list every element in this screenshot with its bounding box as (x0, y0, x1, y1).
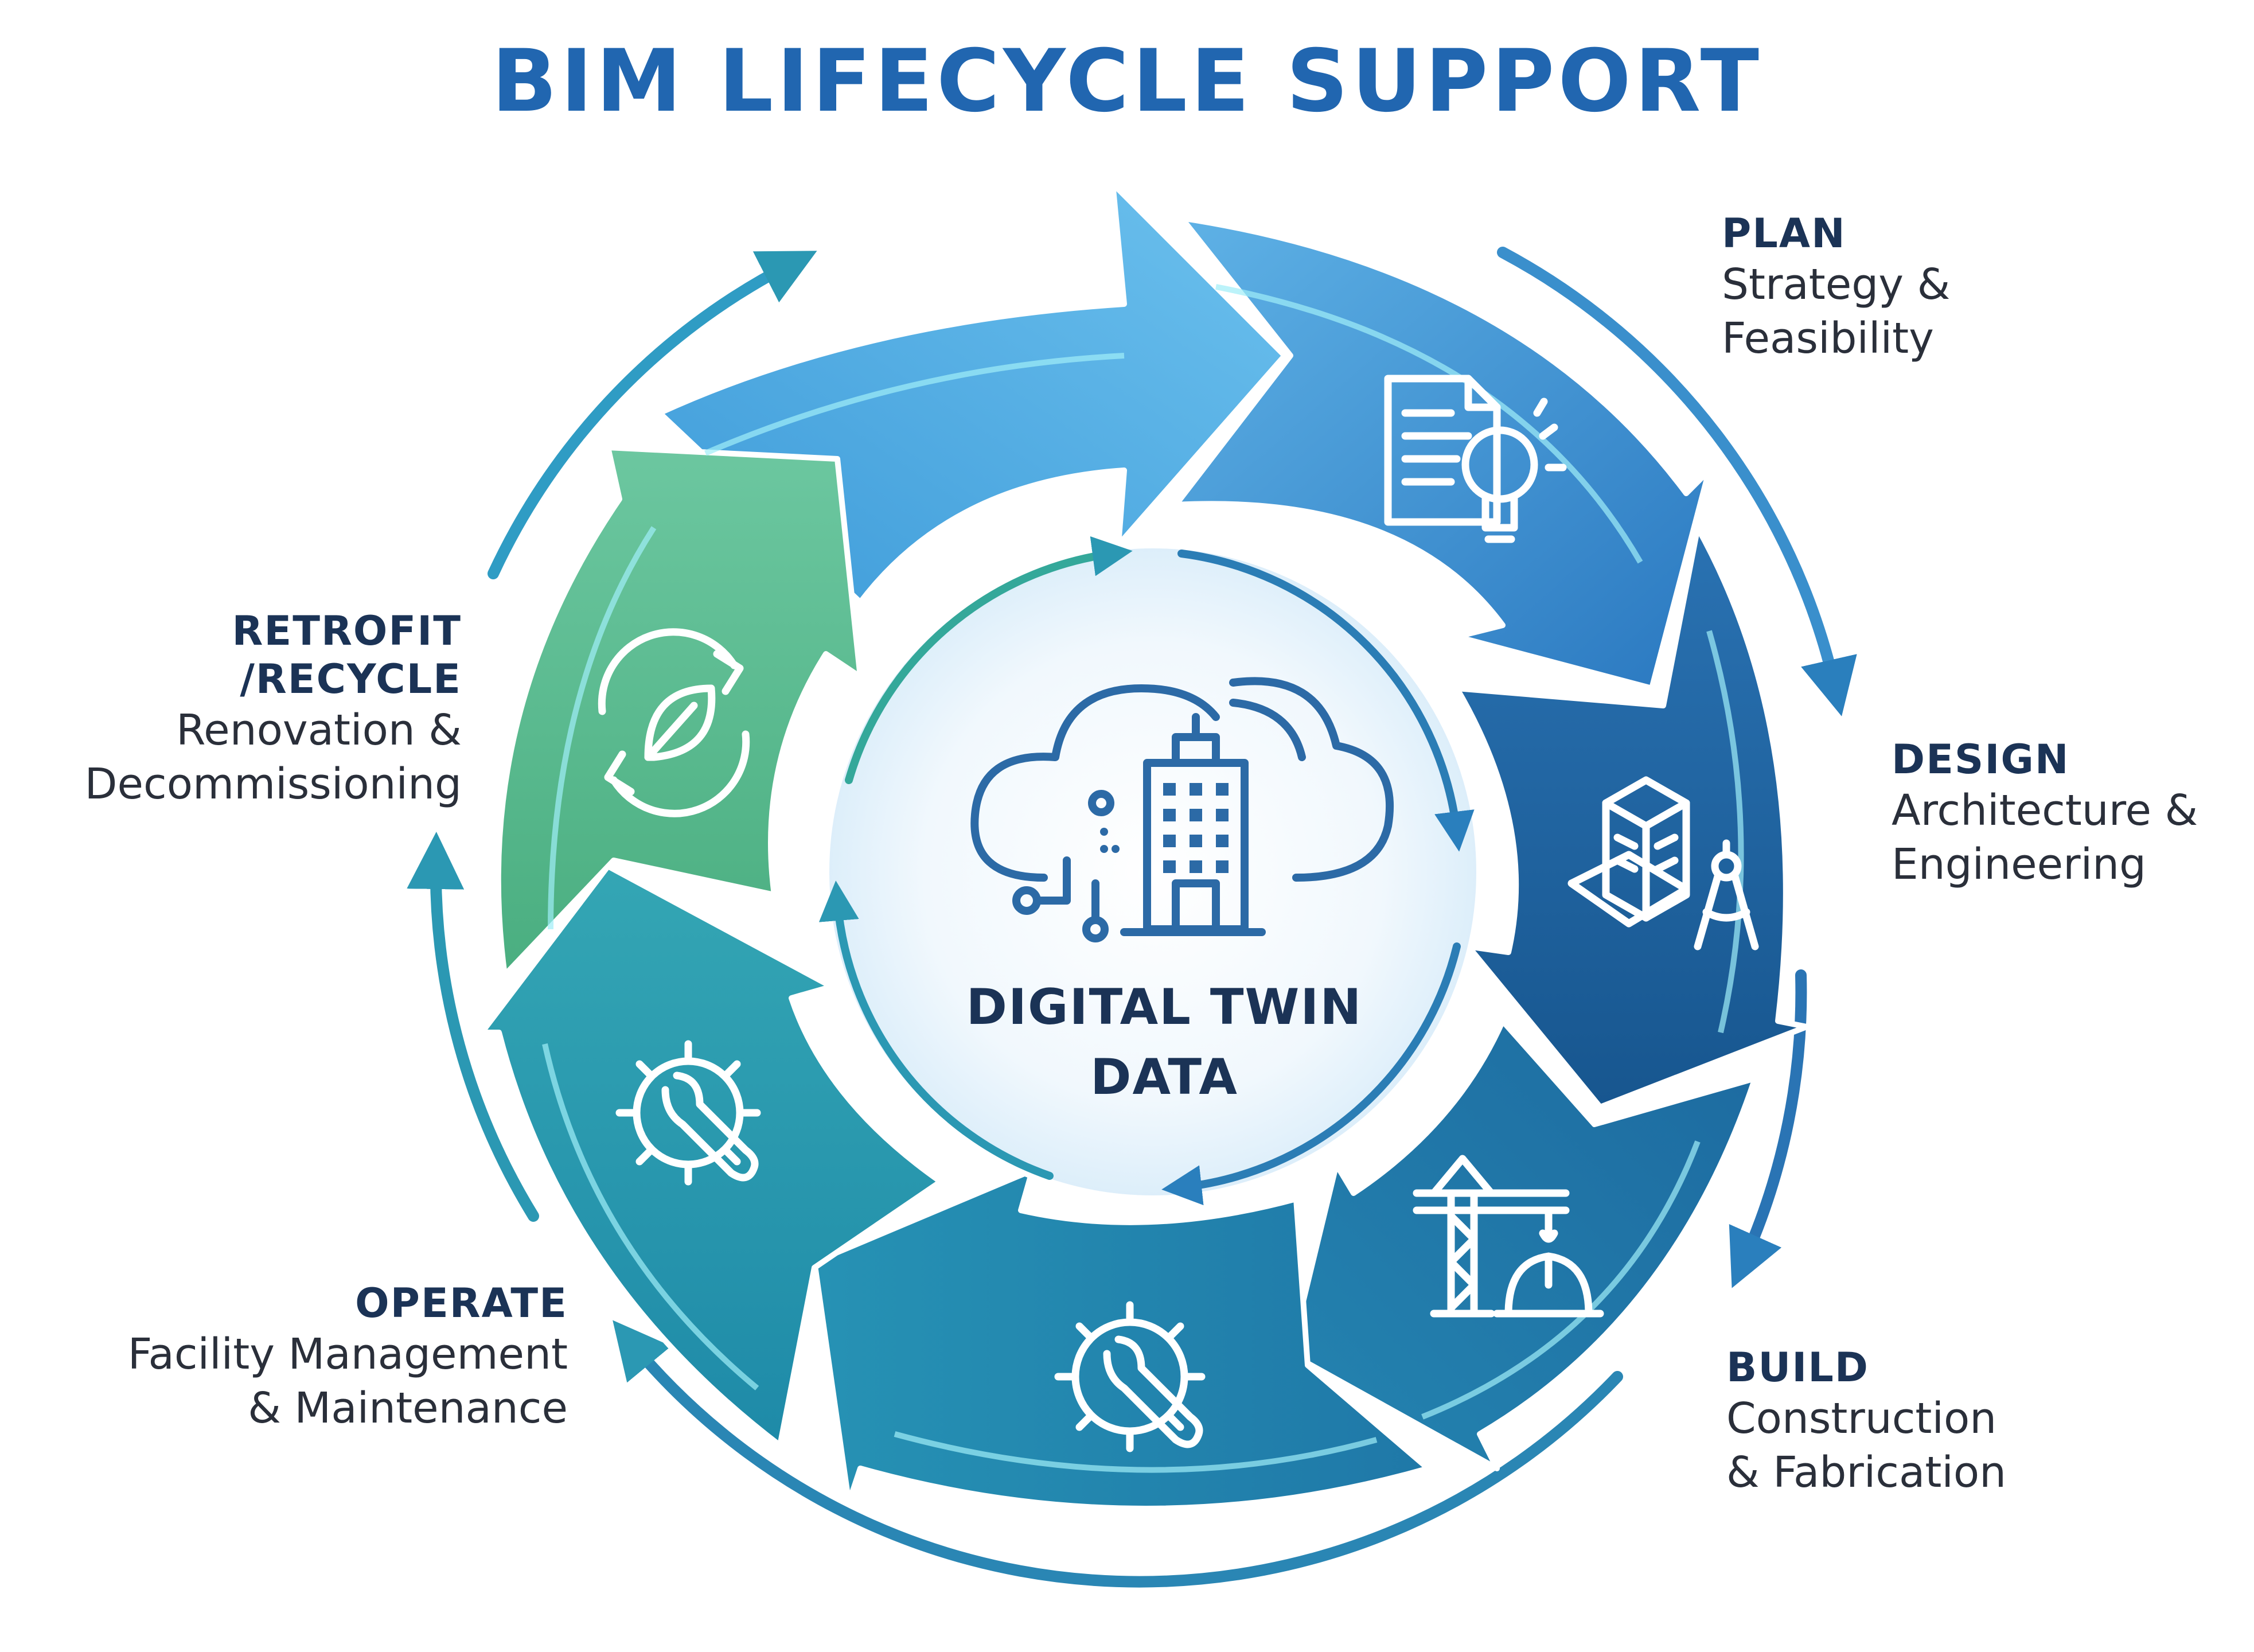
stage-label-plan: PLAN Strategy & Feasibility (1722, 209, 2089, 365)
stage-label-design: DESIGN Architecture & Engineering (1892, 735, 2247, 891)
outer-arrow-build-operate (613, 1320, 1623, 1588)
outer-arrow-plan-design (1497, 247, 1857, 716)
outer-cycle-arrows (407, 247, 1857, 1588)
gear-wrench-icon (1054, 1301, 1206, 1452)
stage-heading: BUILD (1726, 1344, 1869, 1391)
segment-plan (1173, 215, 1712, 691)
stage-description: Engineering (1892, 840, 2146, 889)
cloud-building-icon (970, 677, 1394, 942)
hub-label-line1: DIGITAL TWIN (966, 979, 1363, 1036)
stage-description: Construction (1726, 1394, 1997, 1443)
segment-build (1288, 1018, 1758, 1471)
page-title: BIM LIFECYCLE SUPPORT (492, 32, 1762, 131)
outer-arrow-operate-retrofit (407, 832, 539, 1222)
stage-description: & Fabrication (1726, 1448, 2007, 1497)
stage-description: & Maintenance (248, 1384, 568, 1433)
crane-hardhat-icon (1413, 1155, 1604, 1318)
stage-heading: RETROFIT (232, 607, 462, 654)
stage-heading: DESIGN (1892, 736, 2070, 783)
building-compass-icon (1567, 776, 1759, 950)
inner-cycle-arrows (818, 536, 1475, 1206)
stage-description: Renovation & (176, 706, 462, 755)
stage-label-retrofit: RETROFIT /RECYCLE Renovation & Decommiss… (34, 607, 462, 811)
stage-description: Facility Management (127, 1330, 568, 1379)
building-windows (1100, 783, 1229, 873)
stage-description: Feasibility (1722, 314, 1934, 363)
recycle-leaf-icon (598, 628, 750, 817)
hub-label-line2: DATA (1090, 1049, 1238, 1106)
stage-description: Decommissioning (84, 759, 462, 809)
gear-wrench-icon (615, 1040, 761, 1186)
outer-arrow-retrofit-plan (488, 251, 817, 579)
segment-retrofit (495, 445, 863, 978)
stage-description: Architecture & (1892, 786, 2198, 835)
outer-arrow-design-build (1729, 969, 1807, 1288)
stage-heading: PLAN (1722, 210, 1846, 257)
hub-label: DIGITAL TWIN DATA (895, 972, 1434, 1112)
stage-description: Strategy & (1722, 260, 1951, 309)
document-lightbulb-icon (1384, 375, 1567, 543)
stage-heading: /RECYCLE (240, 656, 462, 703)
stage-label-operate: OPERATE Facility Management & Maintenanc… (57, 1279, 568, 1435)
stage-label-build: BUILD Construction & Fabrication (1726, 1343, 2093, 1499)
stage-heading: OPERATE (355, 1280, 568, 1327)
